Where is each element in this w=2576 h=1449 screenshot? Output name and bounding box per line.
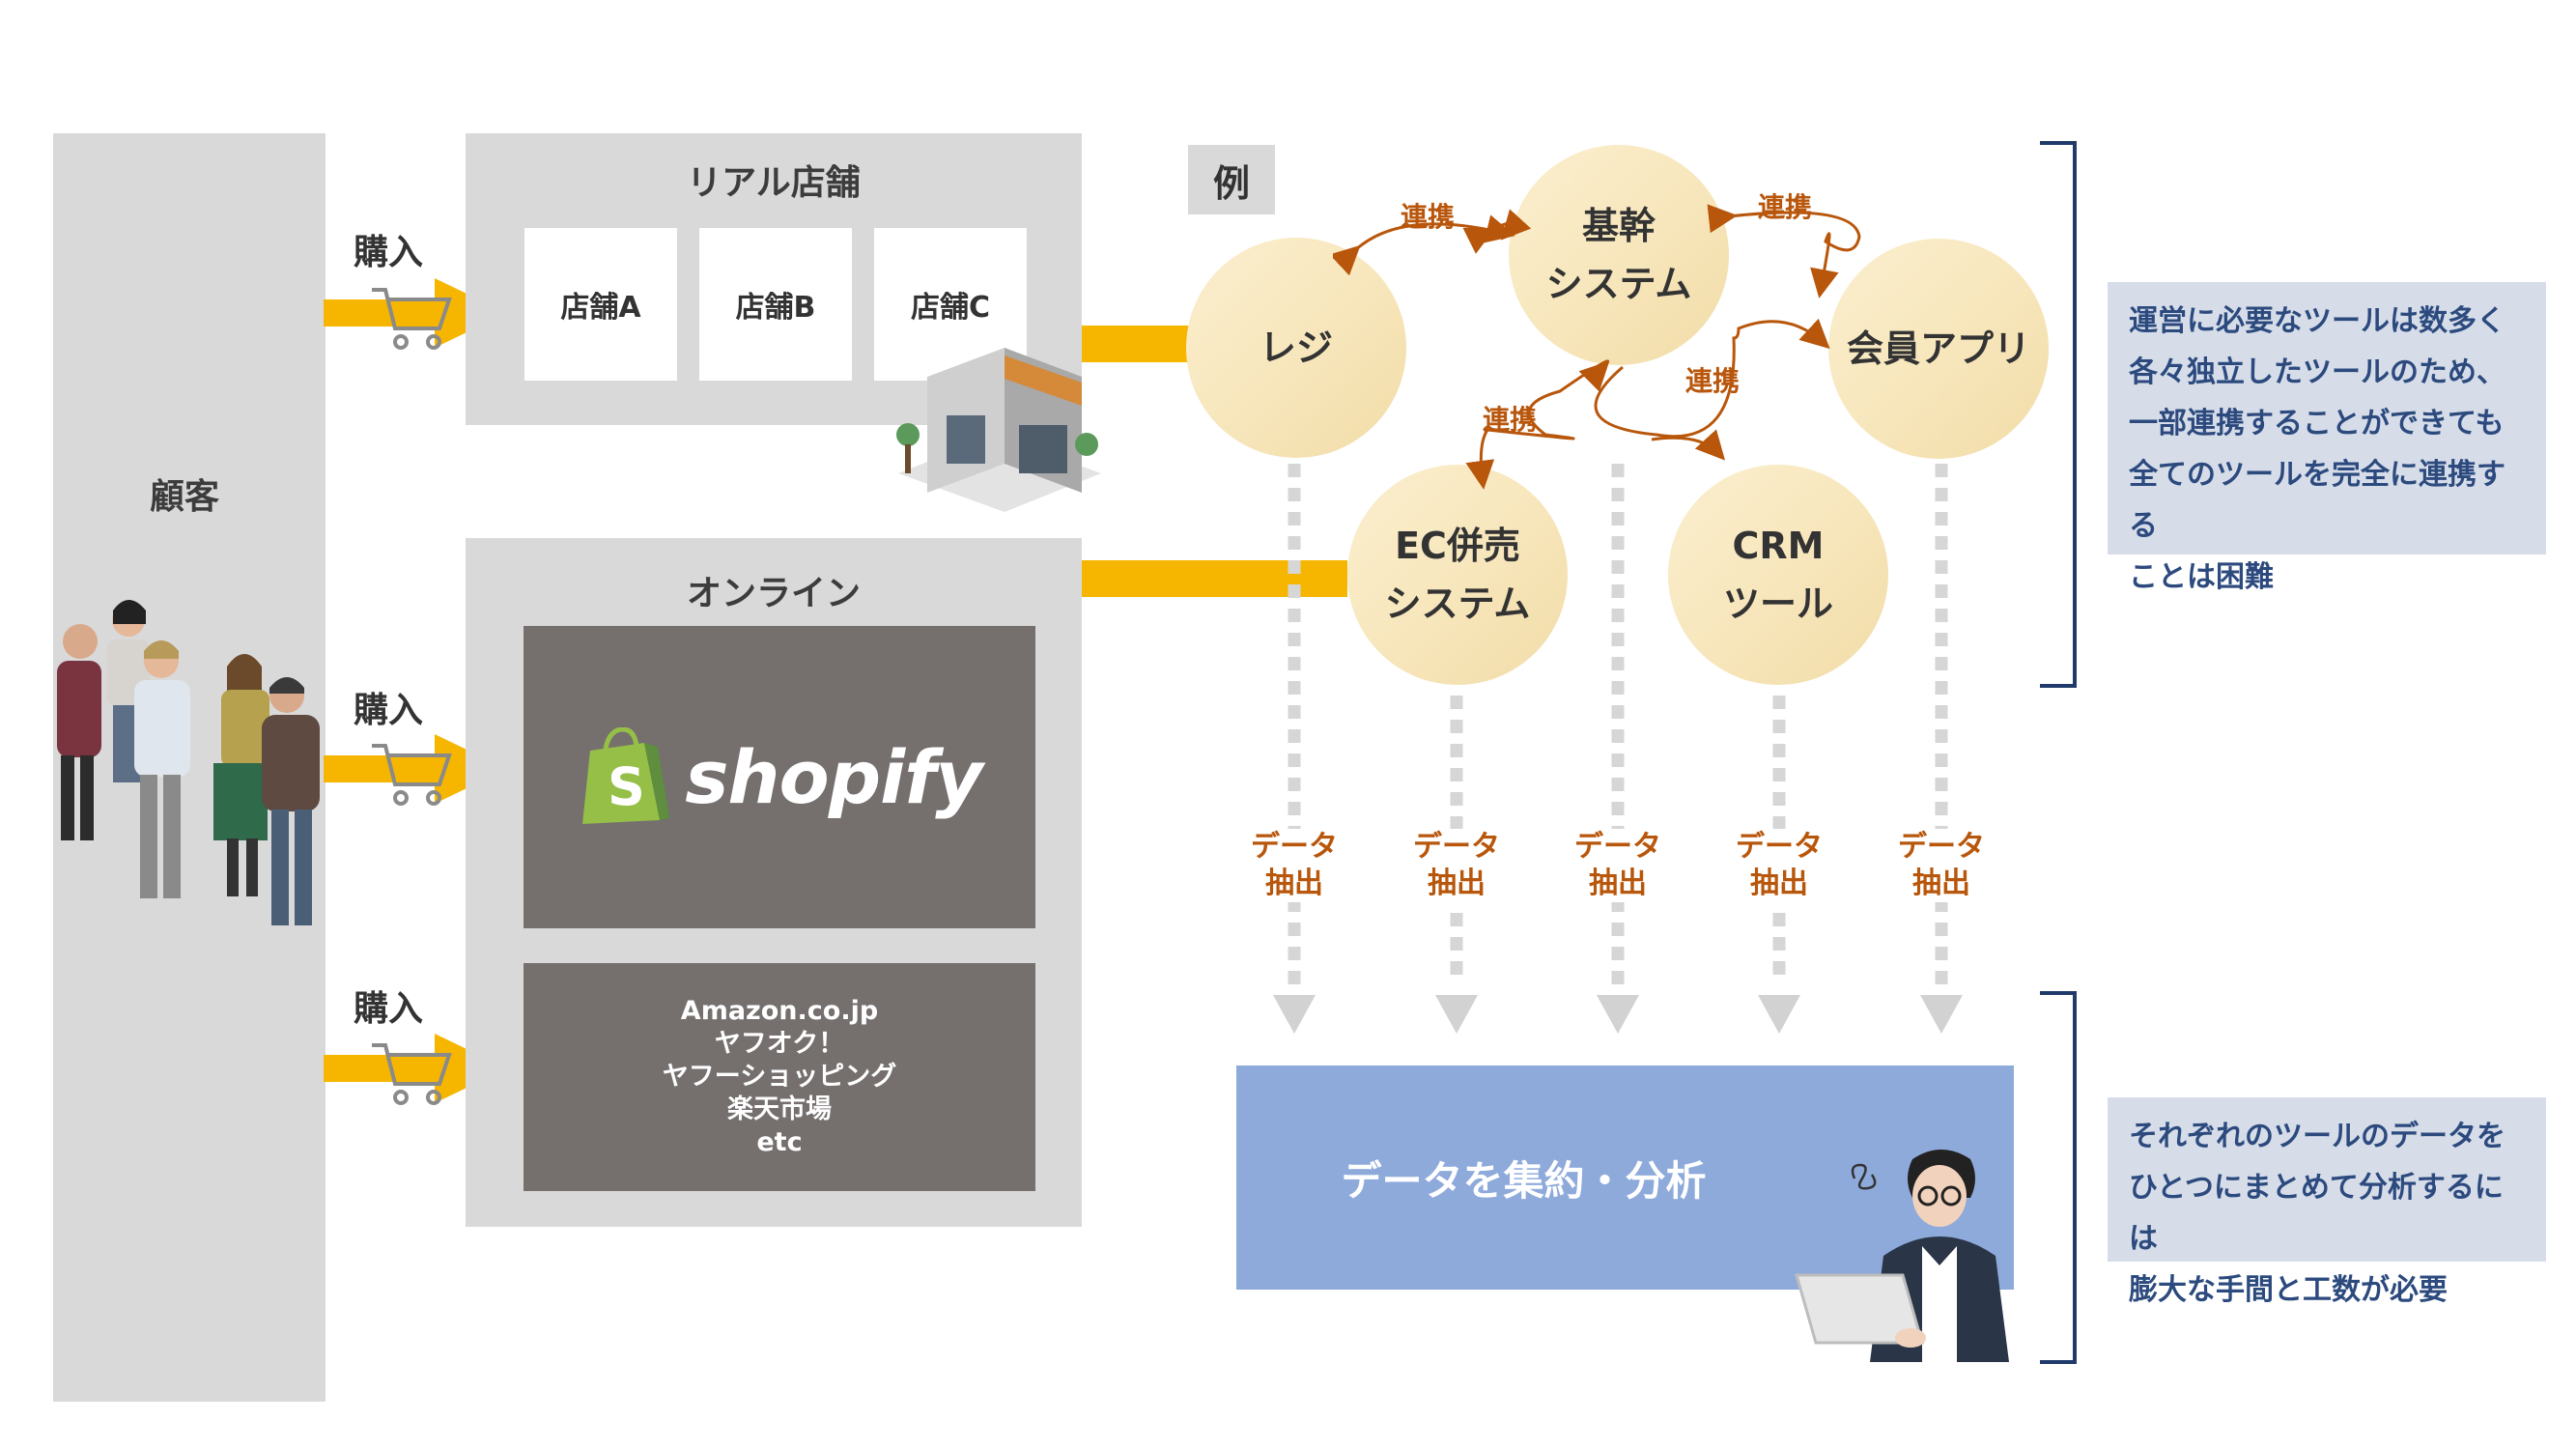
- note-tools-difficult: 運営に必要なツールは数多く 各々独立したツールのため、 一部連携することができて…: [2108, 282, 2546, 594]
- node-crm-tool: CRM ツール: [1668, 465, 1888, 685]
- example-label: 例: [1188, 145, 1275, 214]
- extract-label-member-app: データ抽出: [1893, 829, 1990, 902]
- person-3: [134, 640, 190, 898]
- connector-store-to-register: [1082, 326, 1190, 362]
- extract-label-crm: データ抽出: [1731, 829, 1827, 902]
- extract-label-core: データ抽出: [1570, 829, 1666, 902]
- purchase-label-store: 購入: [354, 233, 424, 272]
- link-label-core-member: 連携: [1758, 191, 1813, 223]
- shopify-bag-icon: S: [582, 726, 670, 824]
- node-member-app: 会員アプリ: [1828, 239, 2049, 459]
- shopify-logo-text: shopify: [685, 734, 983, 820]
- bracket-top: [2040, 141, 2077, 688]
- extract-label-ec: データ抽出: [1408, 829, 1505, 902]
- store-card-c: 店舗C: [874, 228, 1027, 381]
- marketplace-amazon: Amazon.co.jp: [680, 996, 879, 1026]
- link-label-ec-core: 連携: [1483, 404, 1538, 436]
- online-title: オンライン: [686, 574, 861, 613]
- shopify-card: S shopify: [524, 626, 1035, 928]
- customers-illustration: [57, 600, 320, 925]
- analyst-illustration: [1795, 1150, 2009, 1362]
- marketplace-card: Amazon.co.jp ヤフオク！ ヤフーショッピング 楽天市場 etc: [524, 963, 1035, 1191]
- marketplace-etc: etc: [756, 1127, 803, 1157]
- purchase-label-marketplace: 購入: [354, 989, 424, 1029]
- marketplace-rakuten: 楽天市場: [727, 1094, 832, 1124]
- scribble-icon: [1851, 1163, 1877, 1190]
- node-ec-system: EC併売 システム: [1347, 465, 1568, 685]
- aggregate-box: データを集約・分析: [1236, 1065, 2014, 1290]
- node-core-system: 基幹 システム: [1509, 145, 1729, 365]
- link-label-member-crm: 連携: [1685, 365, 1741, 397]
- extract-label-register: データ抽出: [1246, 829, 1343, 902]
- cart-icon: [372, 744, 452, 806]
- note-aggregation-effort: それぞれのツールのデータを ひとつにまとめて分析するには 膨大な手間と工数が必要: [2108, 1097, 2546, 1307]
- connector-online-to-ec: [1082, 560, 1347, 597]
- svg-text:S: S: [608, 756, 645, 817]
- aggregate-label: データを集約・分析: [1341, 1156, 1707, 1205]
- person-1: [57, 624, 101, 840]
- person-5: [262, 677, 320, 925]
- person-4: [213, 654, 269, 896]
- cart-icon: [372, 288, 452, 350]
- cart-icon: [372, 1043, 452, 1105]
- purchase-arrow-shopify: [324, 734, 507, 806]
- link-label-register-core: 連携: [1401, 201, 1456, 233]
- link-curves: [1333, 204, 1861, 490]
- marketplace-yahoo-auction: ヤフオク！: [714, 1029, 845, 1059]
- store-building-illustration: [896, 348, 1101, 512]
- purchase-label-shopify: 購入: [354, 691, 424, 730]
- marketplace-yahoo-shopping: ヤフーショッピング: [662, 1062, 897, 1092]
- store-card-b: 店舗B: [699, 228, 852, 381]
- bracket-bottom: [2040, 991, 2077, 1364]
- store-card-a: 店舗A: [524, 228, 677, 381]
- real-store-title: リアル店舗: [687, 163, 861, 203]
- customer-label: 顧客: [150, 477, 220, 517]
